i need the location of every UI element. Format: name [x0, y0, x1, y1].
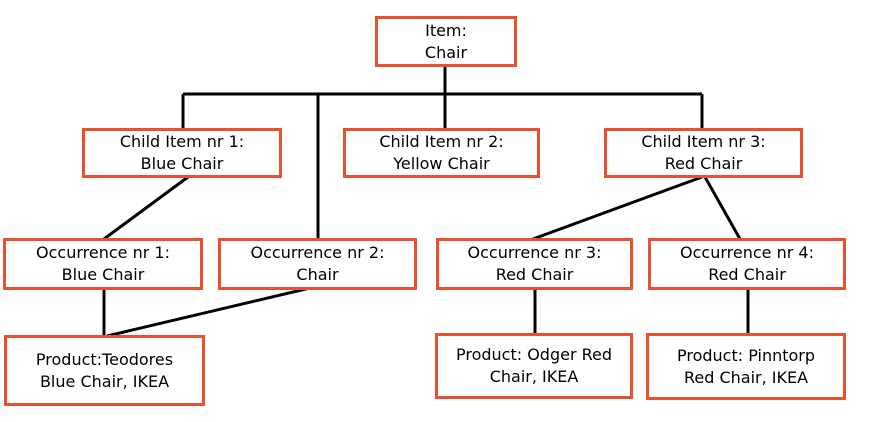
node-label-line1: Occurrence nr 1: — [36, 243, 170, 262]
node-occurrence-1: Occurrence nr 1: Blue Chair — [3, 238, 203, 290]
connector-line-occ2-prod1 — [106, 286, 311, 338]
node-label-line1: Occurrence nr 4: — [680, 243, 814, 262]
node-label-line2: Blue Chair — [61, 265, 145, 284]
node-product-teodores: Product:Teodores Blue Chair, IKEA — [4, 335, 205, 406]
node-label-line2: Red Chair, IKEA — [683, 367, 809, 387]
node-label-line2: Red Chair — [664, 154, 743, 173]
connector-line-child3-occ4 — [703, 176, 742, 240]
node-label-line1: Child Item nr 2: — [379, 132, 504, 151]
node-label-line1: Product: Odger Red — [455, 345, 613, 364]
node-label-line2: Blue Chair, IKEA — [39, 371, 170, 391]
node-label-line1: Item: — [425, 20, 467, 40]
node-product-pinntorp: Product: Pinntorp Red Chair, IKEA — [646, 333, 846, 400]
node-label-line1: Occurrence nr 3: — [467, 243, 602, 262]
node-child-item-1: Child Item nr 1: Blue Chair — [82, 128, 282, 178]
node-child-item-3: Child Item nr 3: Red Chair — [604, 128, 803, 178]
node-label-line2: Red Chair — [708, 265, 786, 284]
node-label-line2: Chair — [296, 265, 339, 284]
node-label-line1: Child Item nr 1: — [119, 132, 245, 151]
node-label-line1: Product:Teodores — [35, 349, 174, 369]
node-label-line1: Occurrence nr 2: — [250, 243, 385, 262]
connector-line-child3-occ3 — [532, 175, 703, 241]
node-child-item-2: Child Item nr 2: Yellow Chair — [343, 128, 540, 178]
node-label-line2: Red Chair — [495, 265, 574, 284]
node-label-line2: Yellow Chair — [393, 154, 490, 173]
node-label-line1: Child Item nr 3: — [641, 132, 766, 151]
node-occurrence-4: Occurrence nr 4: Red Chair — [648, 238, 846, 290]
connector-line-child1-occ1 — [103, 175, 189, 241]
node-label-line2: Blue Chair — [140, 154, 224, 173]
node-label-line2: Chair, IKEA — [489, 367, 579, 386]
node-occurrence-3: Occurrence nr 3: Red Chair — [436, 238, 633, 290]
node-product-odger: Product: Odger Red Chair, IKEA — [435, 333, 633, 399]
node-occurrence-2: Occurrence nr 2: Chair — [218, 238, 417, 290]
node-item-chair: Item: Chair — [375, 16, 517, 67]
node-label-line1: Product: Pinntorp — [676, 345, 816, 365]
node-label-line2: Chair — [424, 42, 468, 62]
